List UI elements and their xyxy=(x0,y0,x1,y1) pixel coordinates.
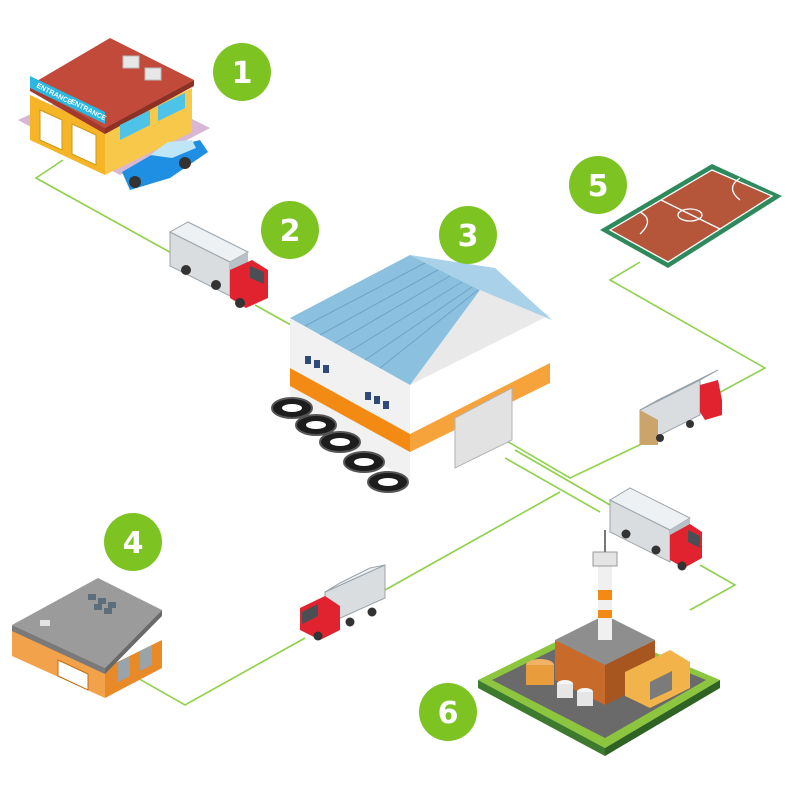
truck-6-wheel-2 xyxy=(651,545,661,555)
rooftop-ac-unit xyxy=(122,55,140,69)
connector-lines xyxy=(34,159,767,706)
badge-5-label: 5 xyxy=(588,169,609,204)
delivery-truck-to-plant xyxy=(608,487,702,571)
plant-base-side-2 xyxy=(605,680,720,756)
connector-3-truck6-b xyxy=(504,457,601,513)
court-surface xyxy=(610,170,772,262)
factory-roof xyxy=(12,578,162,668)
factory-skylights xyxy=(88,594,116,614)
truck-5-cab xyxy=(700,380,722,420)
badge-1-label: 1 xyxy=(232,56,253,91)
warehouse-windows xyxy=(305,356,389,409)
truck-6-wheel xyxy=(621,529,631,539)
connector-5-truck xyxy=(608,261,767,396)
dealership-window-2 xyxy=(158,93,185,121)
warehouse-gable xyxy=(410,290,550,385)
tire-warehouse xyxy=(271,255,552,493)
badge-5: 5 xyxy=(569,156,627,214)
plant-tank-3-body xyxy=(577,692,593,706)
badge-6-circle xyxy=(419,683,477,741)
badge-2-circle xyxy=(261,201,319,259)
garage-door xyxy=(39,109,63,151)
truck-4-container-top xyxy=(324,564,386,593)
warehouse-roof-right xyxy=(410,255,552,320)
badge-4-circle xyxy=(104,513,162,571)
plant-tower-band xyxy=(598,590,612,600)
warehouse-roll-door xyxy=(454,387,513,469)
dealership-window xyxy=(120,110,150,140)
badge-2-label: 2 xyxy=(280,214,301,249)
truck-4-wheel-2 xyxy=(345,617,355,627)
factory-door xyxy=(118,656,130,682)
plant-main-block xyxy=(555,640,605,705)
connector-1-2 xyxy=(34,159,176,256)
factory-roof-edge-side xyxy=(105,610,162,674)
truck-4-wheel-3 xyxy=(367,607,377,617)
truck-5-wheel xyxy=(656,434,664,442)
industrial-plant xyxy=(478,530,720,756)
badge-1: 1 xyxy=(213,43,271,101)
plant-tower-top xyxy=(592,551,618,567)
badge-4-label: 4 xyxy=(123,526,144,561)
truck-6-wheel-3 xyxy=(677,561,687,571)
warehouse-left-stripe xyxy=(290,368,410,452)
truck-5-container-top xyxy=(639,369,719,411)
badge-3: 3 xyxy=(439,206,497,264)
badge-4: 4 xyxy=(104,513,162,571)
plant-tank-2-body xyxy=(557,684,573,698)
plant-tower xyxy=(598,565,612,640)
truck-5-open-doors xyxy=(640,410,658,445)
truck-2-wheel-2 xyxy=(211,280,221,290)
plant-garage-door xyxy=(650,671,672,700)
truck-2-windshield xyxy=(250,266,264,284)
badge-6-label: 6 xyxy=(438,696,459,731)
rooftop-ac-unit-2 xyxy=(144,67,162,81)
badge-5-circle xyxy=(569,156,627,214)
warehouse-right-wall xyxy=(410,315,550,480)
number-badges: 1 2 3 4 5 6 xyxy=(104,43,627,741)
tire-holes xyxy=(282,404,398,486)
entrance-sign-band xyxy=(30,76,105,124)
warehouse-left-wall xyxy=(290,318,410,480)
car-dealership: ENTRANCE ENTRANCE xyxy=(18,38,210,190)
roof-ribs xyxy=(304,262,479,369)
connector-3-4 xyxy=(384,491,561,591)
connector-truck4-4 xyxy=(119,637,306,706)
dealership-roof-edge-side xyxy=(105,80,194,134)
badge-3-label: 3 xyxy=(458,219,479,254)
truck-2-wheel-3 xyxy=(235,298,245,308)
plant-tower-band-2 xyxy=(598,610,612,618)
warehouse-roof-left xyxy=(290,255,480,385)
badge-1-circle xyxy=(213,43,271,101)
sports-court xyxy=(600,164,782,268)
blue-car xyxy=(122,140,208,190)
truck-2-wheel xyxy=(181,265,191,275)
court-lines xyxy=(608,169,774,263)
connector-3-truck6 xyxy=(514,449,611,506)
connector-truck6-6 xyxy=(689,564,737,611)
connector-truck-3 xyxy=(504,439,651,479)
factory-roof-edge xyxy=(12,625,105,674)
badge-2: 2 xyxy=(261,201,319,259)
truck-4-cab xyxy=(300,596,340,640)
truck-4-wheel xyxy=(313,631,323,641)
factory-roof-vent xyxy=(40,620,50,626)
dealership-roof-edge xyxy=(30,85,105,134)
badge-6: 6 xyxy=(419,683,477,741)
truck-6-windshield xyxy=(688,530,700,548)
truck-5-wheel-2 xyxy=(686,420,694,428)
factory-door-2 xyxy=(140,645,152,671)
delivery-truck-unloading xyxy=(639,369,722,446)
delivery-truck-to-factory xyxy=(300,564,386,641)
garage-door-2 xyxy=(71,123,97,166)
delivery-truck xyxy=(168,221,268,308)
plant-tank-body xyxy=(526,665,554,685)
plant-base-side xyxy=(478,680,605,756)
factory-building xyxy=(12,578,162,698)
truck-4-windshield xyxy=(302,604,318,624)
factory-window-grid xyxy=(57,659,89,691)
badge-3-circle xyxy=(439,206,497,264)
